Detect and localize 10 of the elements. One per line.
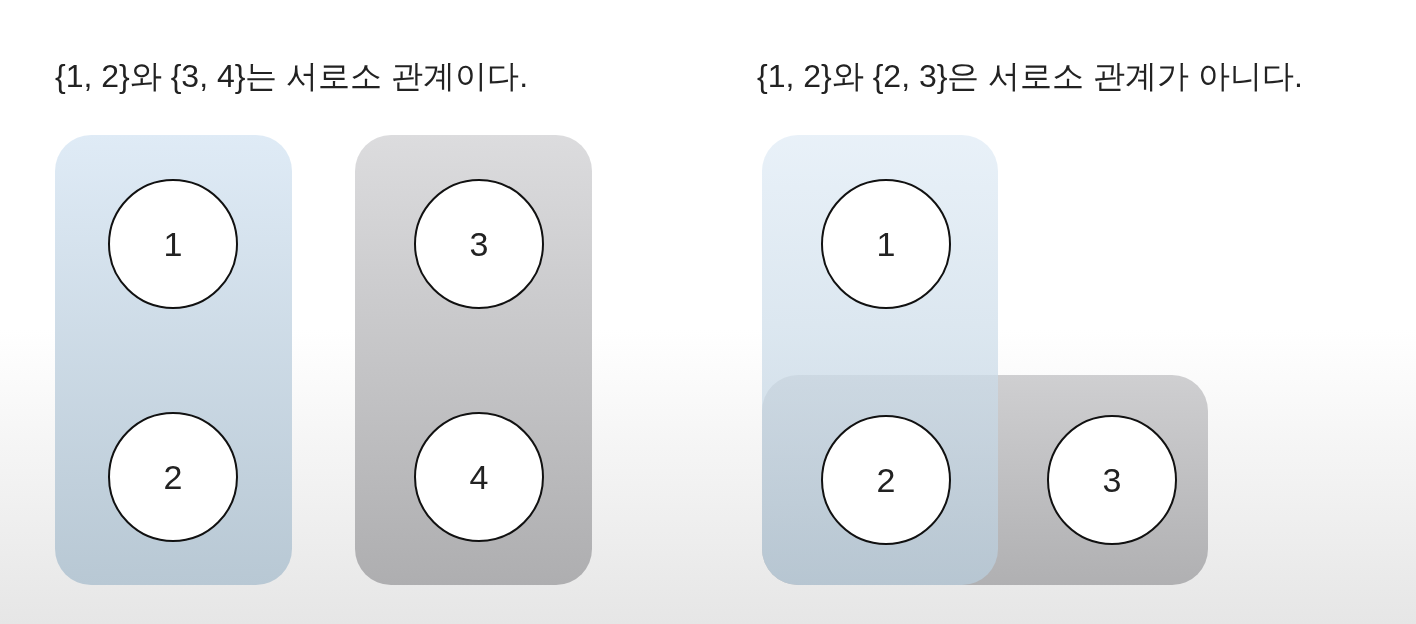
number-circle: 1 xyxy=(108,179,238,309)
set-box xyxy=(355,135,592,585)
number-circle: 3 xyxy=(1047,415,1177,545)
set-box xyxy=(55,135,292,585)
number-circle: 3 xyxy=(414,179,544,309)
number-circle: 2 xyxy=(108,412,238,542)
heading: {1, 2}와 {3, 4}는 서로소 관계이다. xyxy=(55,57,529,96)
number-circle: 1 xyxy=(821,179,951,309)
heading: {1, 2}와 {2, 3}은 서로소 관계가 아니다. xyxy=(757,57,1303,96)
number-circle: 4 xyxy=(414,412,544,542)
